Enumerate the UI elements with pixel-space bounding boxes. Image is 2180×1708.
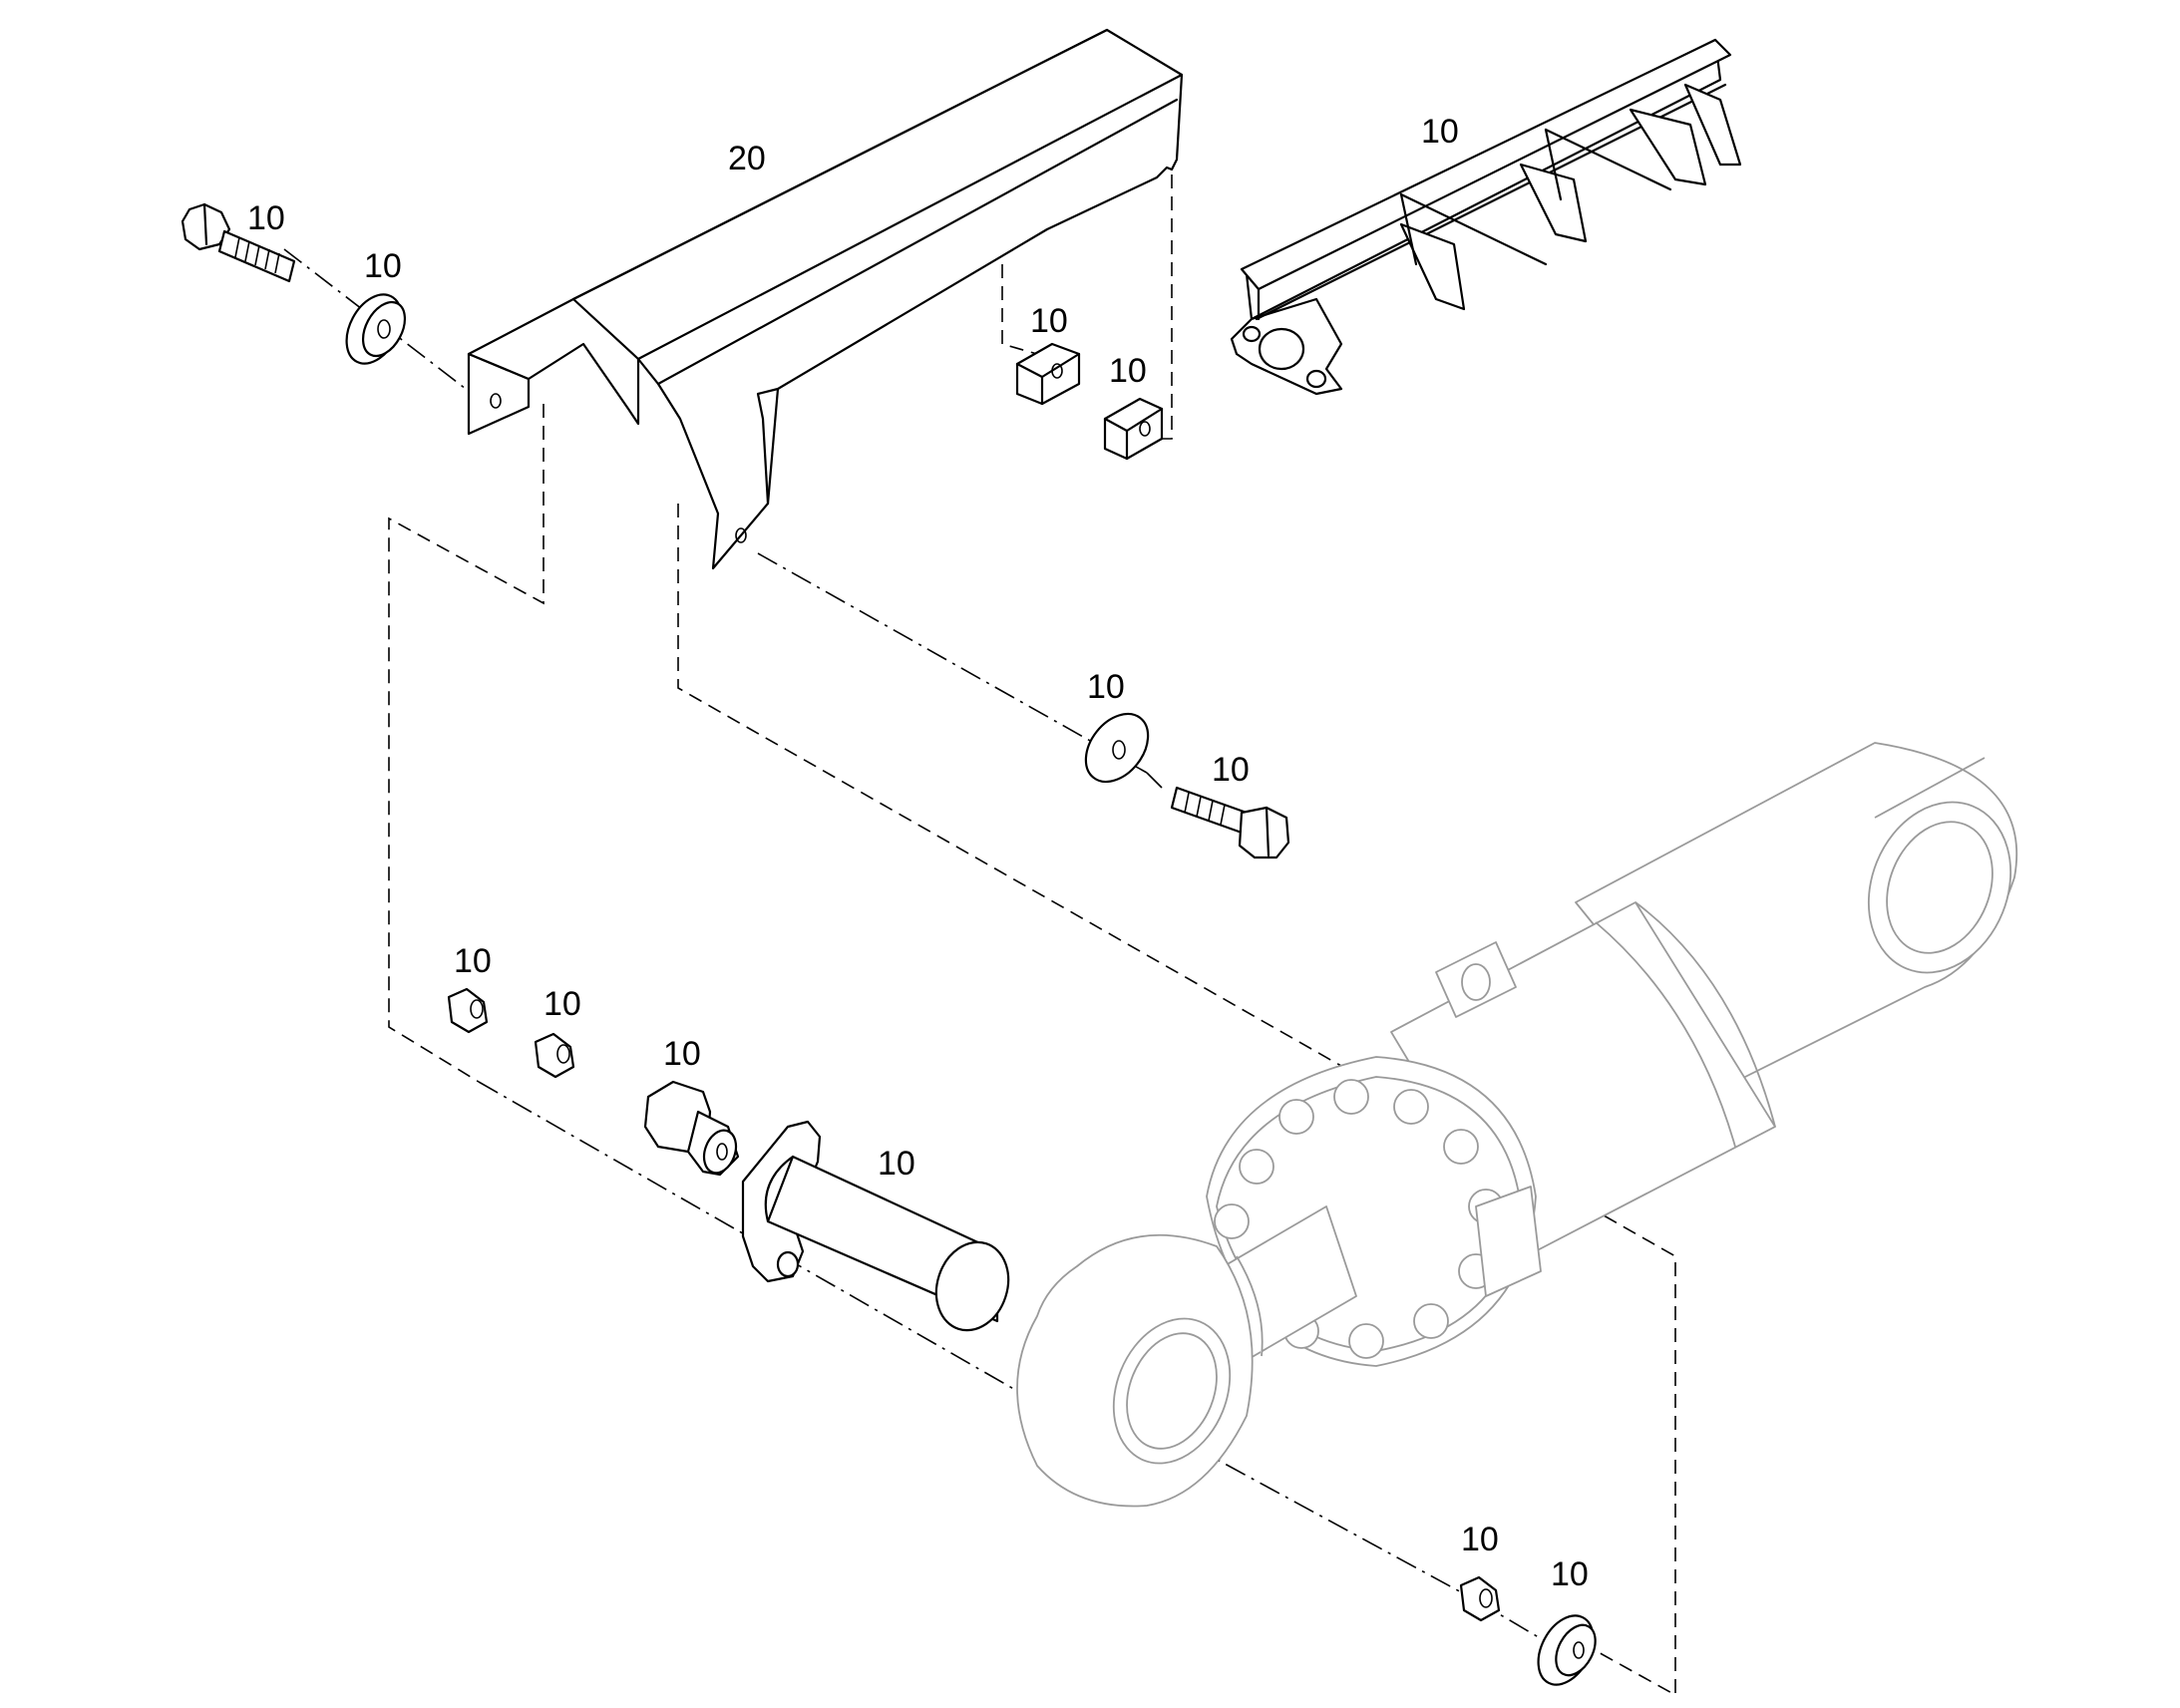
callout-bushing: 10 xyxy=(663,1035,701,1073)
washer-top-left xyxy=(345,293,407,365)
callout-washer-mid: 10 xyxy=(1087,668,1125,706)
bolt-mid xyxy=(1170,786,1290,859)
pivot-pin xyxy=(741,1120,1010,1332)
guard-cover xyxy=(467,28,1184,570)
callout-bolt-mid: 10 xyxy=(1212,751,1250,789)
callout-block-upper: 10 xyxy=(1030,302,1068,340)
bushing xyxy=(643,1080,740,1177)
hydraulic-cylinder xyxy=(1016,742,2018,1508)
callout-nut-left-2: 10 xyxy=(544,985,581,1023)
callout-washer-bottom: 10 xyxy=(1551,1555,1589,1593)
callout-nut-left-1: 10 xyxy=(454,942,492,980)
callout-pin: 10 xyxy=(878,1145,915,1183)
nut-left-1 xyxy=(447,987,489,1034)
callout-bolt-top-left: 10 xyxy=(247,199,285,237)
spacer-block-lower xyxy=(1103,397,1164,461)
bolt-top-left xyxy=(181,202,296,283)
callout-rail: 10 xyxy=(1421,113,1459,151)
callout-labels: 20 10 10 10 10 10 10 10 10 10 10 10 10 1… xyxy=(247,113,1589,1593)
callout-nut-bottom: 10 xyxy=(1461,1521,1499,1558)
rail-frame xyxy=(1230,38,1742,396)
callout-block-lower: 10 xyxy=(1109,352,1147,390)
washer-bottom xyxy=(1537,1614,1597,1686)
nut-left-2 xyxy=(534,1032,575,1079)
callout-guard: 20 xyxy=(728,140,766,177)
spacer-block-upper xyxy=(1015,342,1081,406)
washer-mid xyxy=(1084,712,1150,784)
nut-bottom xyxy=(1459,1575,1501,1622)
callout-washer-top-left: 10 xyxy=(364,247,402,285)
